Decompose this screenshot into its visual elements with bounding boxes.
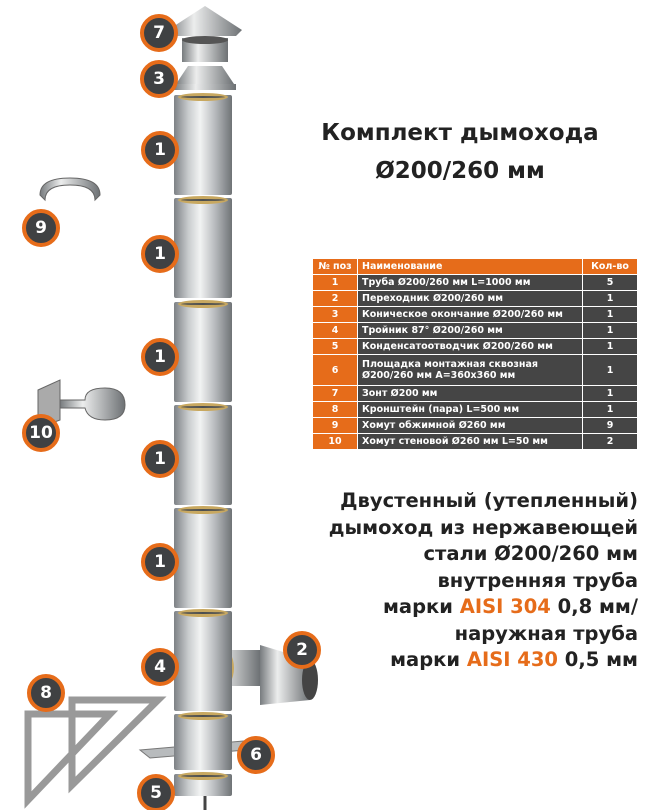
clamp-9 [39,177,101,202]
badge-10: 10 [22,414,60,452]
row-name: Кронштейн (пара) L=500 мм [358,402,582,417]
row-qty: 1 [583,307,637,322]
badge-5: 5 [137,774,175,810]
pipe-segment [174,405,232,505]
desc-line: марки AISI 304 0,8 мм/ [329,594,638,621]
desc-line: дымоход из нержавеющей [328,515,638,539]
badge-1: 1 [141,338,179,376]
text: 0,8 мм/ [550,595,638,618]
desc-line: марки AISI 430 0,5 мм [329,647,638,674]
badge-6: 6 [237,736,275,774]
badge-1: 1 [141,131,179,169]
row-name: Конденсатоотводчик Ø200/260 мм [358,339,582,354]
badge-7: 7 [140,14,178,52]
conical-end [176,66,234,84]
header-qty: Кол-во [583,259,637,274]
row-qty: 2 [583,434,637,449]
desc-line: стали Ø200/260 мм [423,542,638,565]
condensate-drain [174,774,232,796]
row-pos: 10 [313,434,357,449]
pipe-segment [174,508,232,608]
row-name: Труба Ø200/260 мм L=1000 мм [358,275,582,290]
row-qty: 1 [583,355,637,385]
row-qty: 9 [583,418,637,433]
header-pos: № поз [313,259,357,274]
badge-1: 1 [141,440,179,478]
badge-1: 1 [141,543,179,581]
badge-8: 8 [27,674,65,712]
row-name: Площадка монтажная сквозная Ø200/260 мм … [358,355,582,385]
row-name: Хомут обжимной Ø260 мм [358,418,582,433]
row-pos: 6 [313,355,357,385]
row-qty: 1 [583,323,637,338]
row-pos: 7 [313,386,357,401]
badge-9: 9 [22,209,60,247]
row-pos: 2 [313,291,357,306]
text: марки [390,648,467,671]
row-qty: 1 [583,291,637,306]
row-name: Тройник 87° Ø200/260 мм [358,323,582,338]
row-pos: 5 [313,339,357,354]
wall-clamp-10 [59,387,126,421]
text: 0,5 мм [558,648,638,671]
badge-2: 2 [283,631,321,669]
umbrella-cap [168,6,242,36]
title-line2: Ø200/260 мм [375,158,545,184]
row-pos: 1 [313,275,357,290]
pipe-segment [174,302,232,402]
steel-grade-inner: AISI 304 [459,595,551,618]
bracket-8b [68,696,167,794]
row-pos: 8 [313,402,357,417]
row-qty: 1 [583,386,637,401]
badge-4: 4 [141,648,179,686]
badge-1: 1 [141,235,179,273]
pipe-segment [174,198,232,298]
description: Двустенный (утепленный) дымоход из нержа… [329,488,638,674]
row-name: Хомут стеновой Ø260 мм L=50 мм [358,434,582,449]
pipe-lower [174,714,232,770]
desc-line: Двустенный (утепленный) [340,489,638,512]
row-qty: 1 [583,339,637,354]
row-pos: 4 [313,323,357,338]
desc-line: наружная труба [454,621,638,645]
pipe-segment [174,95,232,195]
text: марки [382,595,460,618]
row-name: Зонт Ø200 мм [358,386,582,401]
header-name: Наименование [358,259,582,274]
desc-line: внутренняя труба [437,568,638,592]
row-pos: 9 [313,418,357,433]
row-qty: 5 [583,275,637,290]
tee-87 [174,611,232,711]
row-pos: 3 [313,307,357,322]
badge-3: 3 [140,60,178,98]
row-qty: 1 [583,402,637,417]
title-line1: Комплект дымохода [321,120,599,146]
row-name: Переходник Ø200/260 мм [358,291,582,306]
steel-grade-outer: AISI 430 [466,648,558,671]
row-name: Коническое окончание Ø200/260 мм [358,307,582,322]
